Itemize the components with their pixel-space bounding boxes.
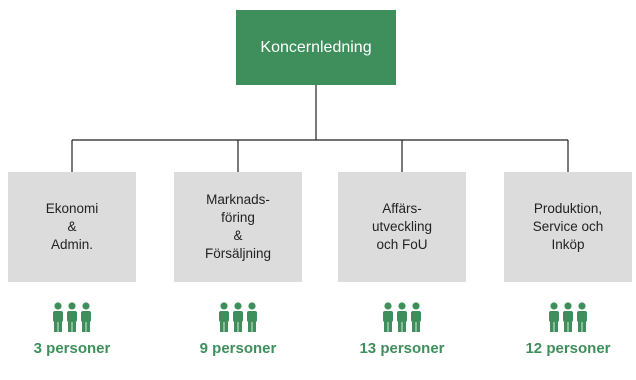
people-icon	[383, 302, 421, 332]
koncernledning-box: Koncernledning	[236, 10, 396, 85]
dept-label: Marknads- föring & Försäljning	[204, 192, 272, 261]
koncernledning-label: Koncernledning	[260, 38, 372, 56]
dept-box-affarsutveckling: Affärs- utveckling och FoU	[338, 172, 466, 282]
dept-label: Ekonomi & Admin.	[45, 201, 99, 252]
dept-box-ekonomi: Ekonomi & Admin.	[8, 172, 136, 282]
dept-count: 13 personer	[359, 340, 445, 357]
dept-box-produktion: Produktion, Service och Inköp	[504, 172, 632, 282]
dept-label: Produktion, Service och Inköp	[532, 201, 604, 252]
dept-count: 9 personer	[199, 340, 277, 357]
people-icon	[53, 302, 91, 332]
people-icon	[219, 302, 257, 332]
dept-count: 12 personer	[525, 340, 611, 357]
dept-box-marknadsforing: Marknads- föring & Försäljning	[174, 172, 302, 282]
dept-label: Affärs- utveckling och FoU	[371, 201, 433, 252]
people-icon	[549, 302, 587, 332]
dept-count: 3 personer	[33, 340, 111, 357]
